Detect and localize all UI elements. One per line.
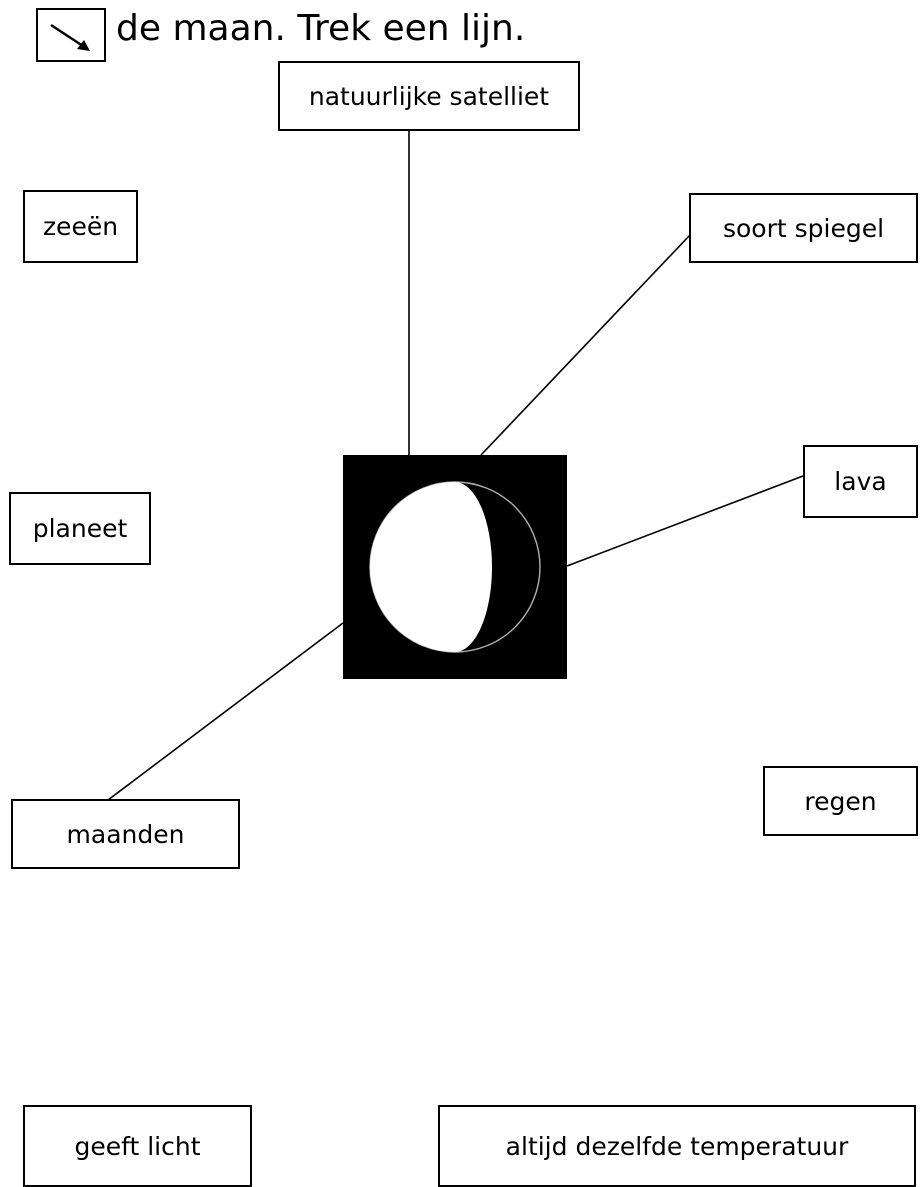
label-soort-spiegel[interactable]: soort spiegel (689, 193, 918, 263)
label-lava[interactable]: lava (803, 445, 918, 518)
label-regen[interactable]: regen (763, 766, 918, 836)
label-natuurlijke-satelliet[interactable]: natuurlijke satelliet (278, 61, 580, 131)
label-geeft-licht[interactable]: geeft licht (23, 1105, 252, 1187)
label-text: planeet (32, 514, 128, 543)
label-text: lava (834, 467, 887, 496)
arrow-icon-box (36, 8, 106, 62)
line-maanden (107, 622, 344, 801)
moon-icon (369, 481, 541, 653)
label-text: zeeën (42, 212, 119, 241)
arrow-down-right-icon (50, 23, 90, 51)
label-text: soort spiegel (722, 213, 885, 243)
label-maanden[interactable]: maanden (11, 799, 240, 869)
label-zeeen[interactable]: zeeën (23, 190, 138, 263)
label-text: geeft licht (74, 1131, 201, 1161)
instruction-text: de maan. Trek een lijn. (116, 8, 526, 49)
label-text: natuurlijke satelliet (308, 81, 550, 111)
label-text: altijd dezelfde temperatuur (505, 1131, 849, 1161)
label-altijd-dezelfde-temperatuur[interactable]: altijd dezelfde temperatuur (438, 1105, 916, 1187)
line-lava (566, 475, 804, 567)
label-planeet[interactable]: planeet (9, 492, 151, 565)
label-text: maanden (66, 819, 185, 849)
line-soort-spiegel (480, 234, 691, 456)
moon-image (343, 455, 567, 679)
label-text: regen (804, 786, 877, 816)
